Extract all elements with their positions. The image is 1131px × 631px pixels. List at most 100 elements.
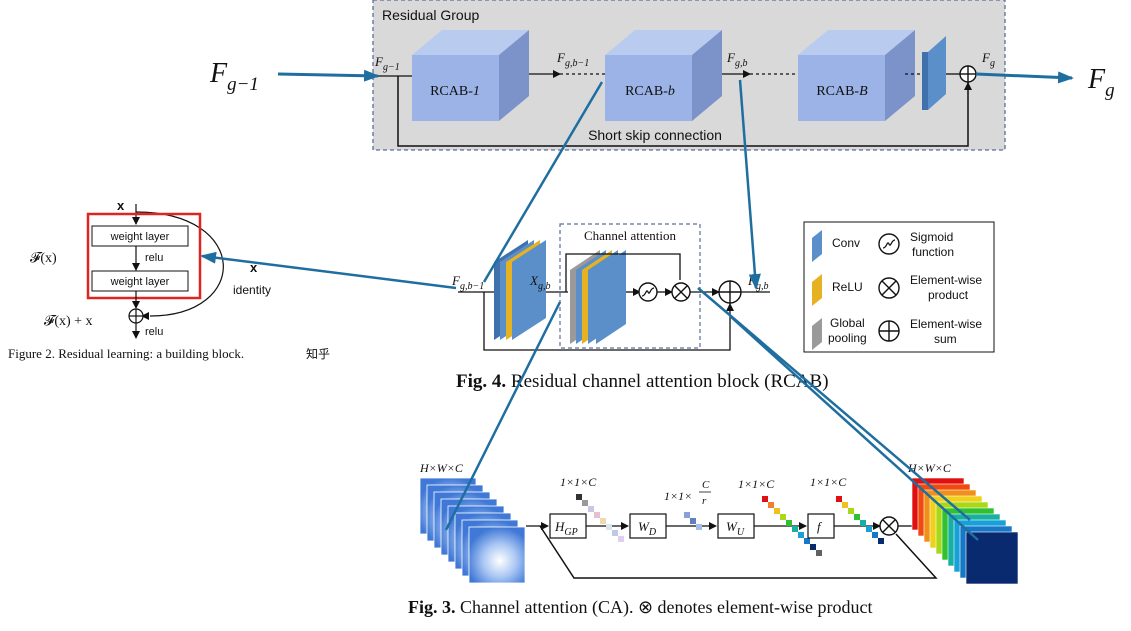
ca-caption: Fig. 3. Channel attention (CA). ⊗ denote… — [408, 597, 872, 618]
downscaled-cell — [690, 518, 696, 524]
inner-fg-label: Fg — [981, 50, 995, 69]
legend-sigmoid-1: Sigmoid — [910, 230, 953, 244]
weight-layer-2-label: weight layer — [110, 276, 170, 288]
pooled-cell — [600, 518, 606, 524]
upscaled-cell — [762, 496, 768, 502]
down-dim: 1×1× — [664, 489, 692, 503]
rcab-caption: Fig. 4. Residual channel attention block… — [456, 371, 829, 392]
rcab-conv-stack-1 — [494, 240, 546, 340]
short-skip-line — [397, 76, 969, 147]
pooled-vector — [576, 494, 624, 542]
weight-layer-2 — [91, 270, 189, 292]
downscaled-cell — [684, 512, 690, 518]
pooled-cell — [612, 530, 618, 536]
upscaled-cell — [816, 550, 822, 556]
ca-product-node — [879, 516, 899, 536]
pooled-cell — [576, 494, 582, 500]
group-sum-node — [959, 65, 977, 83]
attention-cell — [854, 514, 860, 520]
resnet-fx-plus-label: 𝓕(x) + x — [44, 314, 93, 329]
resnet-identity-curve — [135, 211, 224, 317]
resnet-caption: Figure 2. Residual learning: a building … — [8, 346, 244, 361]
attention-vector — [836, 496, 884, 544]
sigmoid-icon — [878, 233, 900, 255]
fgb-label: Fg,b — [726, 50, 747, 69]
rcab-block-1: RCAB-1 — [412, 30, 529, 121]
rcab-in-label: Fg,b−1 — [451, 273, 484, 292]
upscaled-vector — [762, 496, 822, 556]
legend-sum-2: sum — [934, 332, 957, 346]
down-dim-den: r — [702, 495, 707, 507]
watermark: 知乎 — [306, 347, 330, 361]
ca-skip-line — [539, 525, 938, 579]
attention-cell — [878, 538, 884, 544]
hgp-box — [549, 513, 587, 539]
attention-cell — [848, 508, 854, 514]
resnet-relu-2: relu — [145, 326, 163, 338]
f-box — [807, 513, 835, 539]
input-label-fg-1: Fg−1 — [209, 58, 259, 95]
hgp-label: HGP — [554, 519, 578, 538]
input-feature-stack — [419, 477, 526, 584]
pooled-cell — [594, 512, 600, 518]
attention-cell — [860, 520, 866, 526]
link-to-resnet — [200, 251, 457, 290]
wd-label: WD — [638, 519, 657, 538]
rcab-sum-node — [718, 280, 742, 304]
channel-attention-box — [559, 223, 701, 349]
ca-diagram: H×W×C HGP 1×1×C WD 1×1× C r WU 1×1×C f 1… — [408, 461, 1019, 618]
output-arrow — [975, 71, 1074, 84]
wd-box — [629, 513, 667, 539]
rcab-block-b: RCAB-b — [605, 30, 722, 121]
weight-layer-1 — [91, 225, 189, 247]
upscaled-cell — [786, 520, 792, 526]
weight-layer-1-label: weight layer — [110, 231, 170, 243]
identity-arrowhead — [141, 312, 149, 320]
product-node — [671, 282, 691, 302]
output-label-fg: Fg — [1087, 64, 1115, 101]
channel-attention-title: Channel attention — [584, 228, 677, 243]
short-skip-label: Short skip connection — [588, 127, 722, 143]
output-feature-stack — [911, 477, 1019, 585]
pooled-cell — [588, 506, 594, 512]
legend-sum-1: Element-wise — [910, 317, 982, 331]
rcab-B-label: RCAB-B — [816, 84, 868, 99]
rcab-1-label: RCAB-1 — [430, 84, 480, 99]
rcab-diagram: Fg,b−1 Xg,b Channel attention — [451, 223, 829, 392]
attention-cell — [842, 502, 848, 508]
resnet-relu-1: relu — [145, 252, 163, 264]
resnet-fx-label: 𝓕(x) — [30, 251, 57, 266]
conv-slab — [922, 36, 946, 110]
down-dim-num: C — [702, 479, 710, 491]
link-xgb — [444, 301, 562, 531]
rcab-block-B: RCAB-B — [798, 30, 915, 121]
relu-icon — [812, 274, 822, 306]
f-dim: 1×1×C — [810, 475, 847, 489]
attention-cell — [866, 526, 872, 532]
upscaled-cell — [780, 514, 786, 520]
f-label: f — [817, 519, 823, 534]
link-fgb — [738, 79, 761, 290]
pooled-cell — [618, 536, 624, 542]
ca-branch-line — [565, 253, 681, 292]
legend: Conv Sigmoid function ReLU Element-wise … — [803, 221, 995, 353]
output-feature-map — [965, 531, 1019, 585]
downscaled-vector — [684, 512, 702, 530]
resnet-highlight-box — [86, 212, 202, 300]
sigmoid-node — [638, 282, 658, 302]
upscaled-cell — [792, 526, 798, 532]
resnet-x-side: x — [250, 260, 258, 275]
pooling-icon — [812, 318, 822, 350]
downscaled-cell — [696, 524, 702, 530]
residual-group: Residual Group Fg−1 Fg−1 RCAB-1 Fg,b−1 R… — [209, 0, 1115, 151]
legend-pooling-2: pooling — [828, 331, 867, 345]
wu-box — [717, 513, 755, 539]
resnet-sum-node — [128, 308, 144, 324]
resnet-identity-label: identity — [233, 283, 271, 297]
rcab-conv-stack-2 — [570, 250, 626, 344]
upscaled-cell — [774, 508, 780, 514]
input-feature-map — [468, 526, 526, 584]
ca-in-dim: H×W×C — [419, 461, 464, 475]
attention-cell — [836, 496, 842, 502]
